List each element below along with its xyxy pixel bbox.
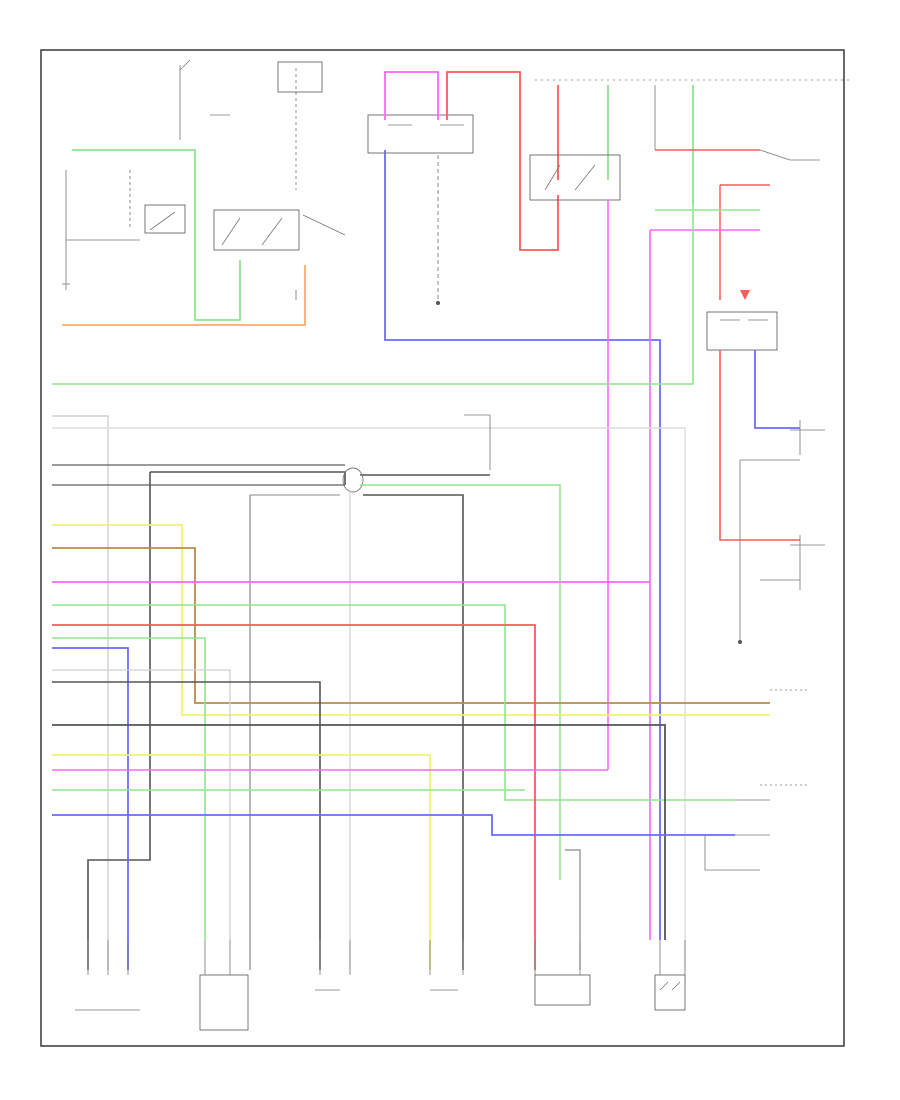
bottom-components xyxy=(75,940,686,1031)
door-switch-right xyxy=(704,689,810,871)
fuse-blocks-center xyxy=(367,71,661,940)
top-left-circuits xyxy=(62,59,346,326)
diagram-frame xyxy=(40,49,845,1047)
transmission-solenoid xyxy=(654,974,686,1011)
wire-green-top-left xyxy=(72,149,241,321)
combination-meter xyxy=(534,974,591,1006)
rear-window-defogger xyxy=(738,420,825,644)
relay-top-right xyxy=(529,79,850,770)
wire-red-top-center xyxy=(446,71,559,251)
wire-violet-top xyxy=(384,71,439,120)
bus-lines xyxy=(52,200,770,970)
relay-left xyxy=(144,204,186,234)
engine-control-module xyxy=(199,974,249,1031)
fuse-box-top-left xyxy=(277,61,323,93)
wire-orange-top-left xyxy=(62,265,306,326)
defogger-relay-right xyxy=(649,184,800,940)
wire-blue-center xyxy=(384,150,661,940)
ignition-switch xyxy=(213,209,300,251)
